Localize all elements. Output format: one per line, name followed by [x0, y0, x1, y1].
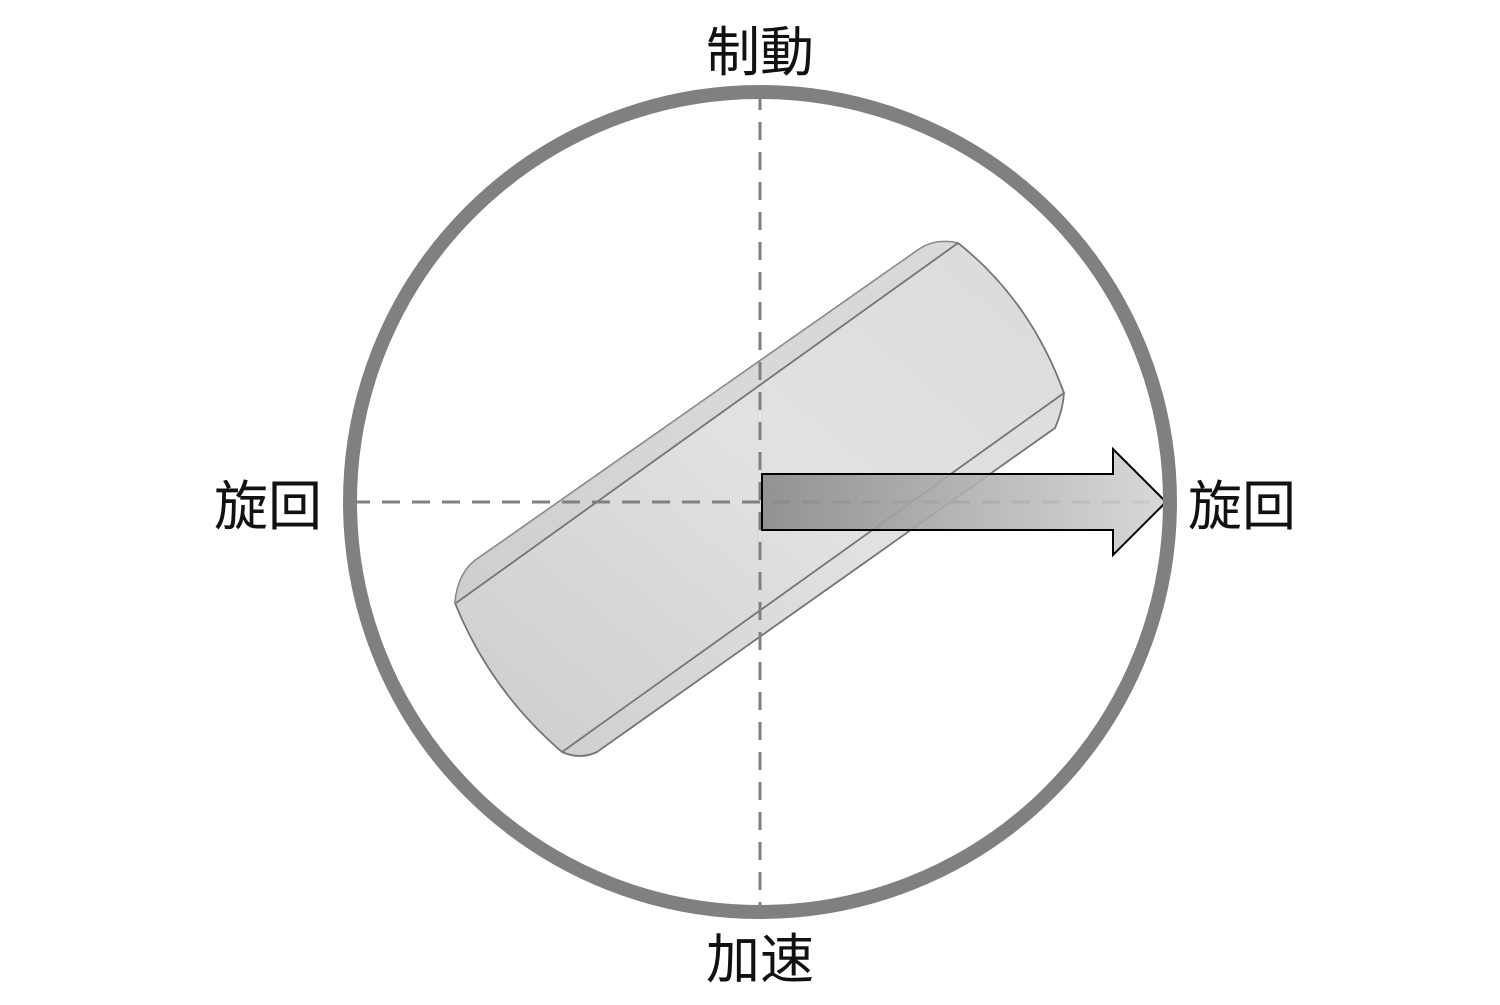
acceleration-label: 加速 — [706, 928, 814, 991]
tire-edge-line-top — [455, 242, 959, 604]
right-arrow-icon — [761, 446, 1168, 558]
braking-label: 制動 — [706, 21, 814, 84]
cornering-left-label: 旋回 — [214, 475, 322, 538]
cornering-right-label: 旋回 — [1188, 475, 1296, 538]
tire-edge-line-bottom — [561, 392, 1065, 753]
friction-circle — [343, 85, 1177, 919]
